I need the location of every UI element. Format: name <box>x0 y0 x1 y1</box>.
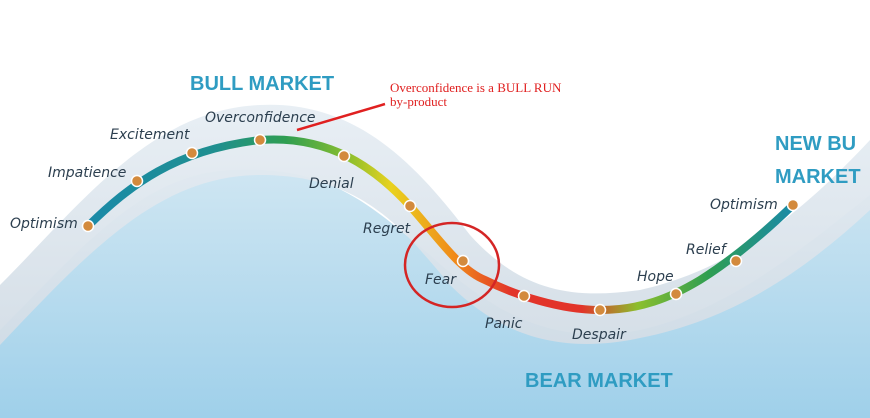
stage-dot-hope <box>669 287 683 301</box>
stage-dot-relief <box>729 254 743 268</box>
stage-dots <box>81 133 800 317</box>
stage-dot-excitement <box>185 146 199 160</box>
stage-dot-panic <box>517 289 531 303</box>
stage-label-regret: Regret <box>363 221 411 237</box>
stage-label-overconfidence: Overconfidence <box>205 110 316 126</box>
market-cycle-curve <box>84 135 797 315</box>
new-bull-market-heading-line2: MARKET <box>775 166 861 188</box>
stage-label-relief: Relief <box>686 242 728 258</box>
new-bull-market-heading-line1: NEW BU <box>775 133 856 155</box>
annotation-line-2: by-product <box>390 94 447 109</box>
stage-label-impatience: Impatience <box>48 165 126 181</box>
stage-dot-overconfidence <box>253 133 267 147</box>
stage-dot-despair <box>593 303 607 317</box>
bull-market-heading: BULL MARKET <box>190 73 334 95</box>
stage-dot-regret <box>403 199 417 213</box>
fear-highlight-circle <box>403 221 501 309</box>
stage-label-excitement: Excitement <box>110 127 190 143</box>
stage-dot-impatience <box>130 174 144 188</box>
stage-dot-denial <box>337 149 351 163</box>
bear-market-heading: BEAR MARKET <box>525 370 673 392</box>
annotation-arrow <box>296 102 386 132</box>
stage-label-despair: Despair <box>572 327 627 343</box>
stage-dot-fear <box>456 254 470 268</box>
stage-label-panic: Panic <box>485 316 523 332</box>
stage-label-fear: Fear <box>425 272 457 288</box>
stage-dot-optimism-start <box>81 219 95 233</box>
stage-label-hope: Hope <box>637 269 674 285</box>
stage-label-optimism-start: Optimism <box>10 216 78 232</box>
annotation-line-1: Overconfidence is a BULL RUN <box>390 80 562 95</box>
stage-label-optimism-end: Optimism <box>710 197 778 213</box>
stage-label-denial: Denial <box>309 176 354 192</box>
background-wave <box>0 169 870 418</box>
stage-dot-optimism-end <box>786 198 800 212</box>
